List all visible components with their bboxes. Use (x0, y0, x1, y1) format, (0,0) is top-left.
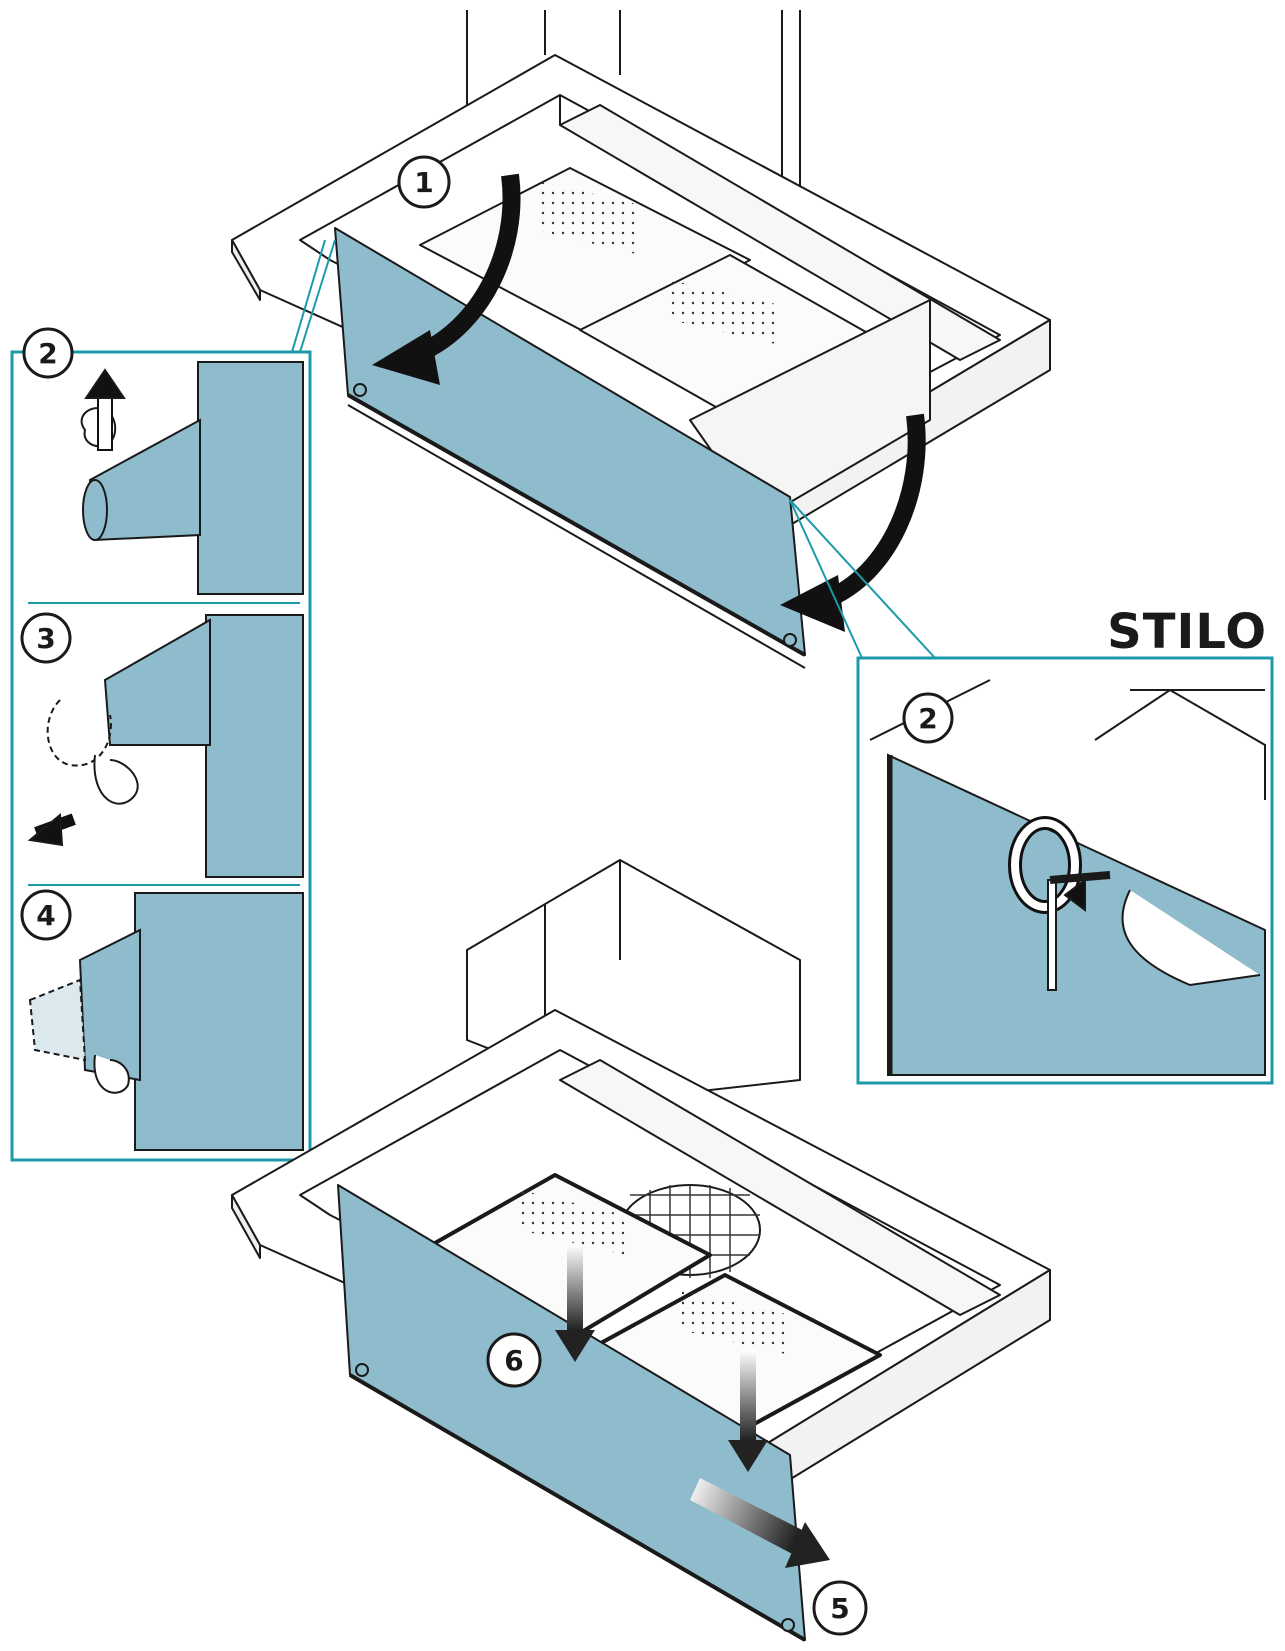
step-1-label: 1 (414, 166, 433, 199)
right-arrow-5 (690, 1478, 830, 1568)
step-2-left-marker: 2 (22, 327, 74, 379)
top-hood (231, 10, 1051, 669)
step-2-left-label: 2 (38, 337, 57, 370)
down-arrow-6a (555, 1245, 595, 1362)
down-arrow-6b (728, 1350, 768, 1472)
curved-arrow-1 (372, 173, 521, 385)
callout-panel-4 (28, 892, 304, 1151)
step-3-label: 3 (36, 622, 55, 655)
right-callout: 2 (789, 499, 1274, 1085)
step-6-marker: 6 (486, 1332, 542, 1388)
bottom-hood (231, 859, 1051, 1642)
step-4-label: 4 (36, 899, 55, 932)
model-title: STILO (1107, 604, 1267, 660)
step-5-marker: 5 (812, 1580, 868, 1636)
left-callout: 2 3 4 (10, 239, 336, 1162)
step-4-marker: 4 (20, 889, 72, 941)
step-5-label: 5 (830, 1592, 849, 1625)
curved-arrow-2 (780, 413, 926, 632)
step-1-marker: 1 (397, 155, 451, 209)
callout-panel-3 (27, 614, 304, 878)
right-callout-detail (869, 679, 1266, 1076)
step-2-right-marker: 2 (902, 692, 954, 744)
callout-panel-2 (80, 361, 304, 595)
step-2-right-label: 2 (918, 702, 937, 735)
step-3-marker: 3 (20, 612, 72, 664)
step-6-label: 6 (504, 1344, 523, 1377)
